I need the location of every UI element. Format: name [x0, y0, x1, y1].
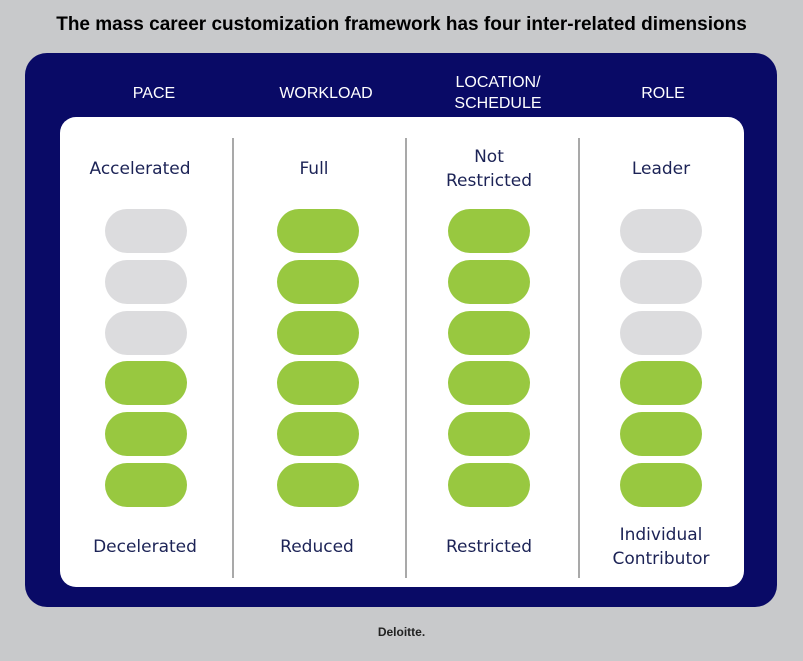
- workload-level-1-active: [277, 463, 359, 507]
- column-divider: [232, 138, 234, 578]
- column-divider: [578, 138, 580, 578]
- location-schedule-level-2-active: [448, 412, 530, 456]
- pace-level-4-inactive: [105, 311, 187, 355]
- location-schedule-top-label: Not Restricted: [445, 147, 532, 191]
- column-header-workload: WORKLOAD: [279, 84, 373, 102]
- column-divider: [405, 138, 407, 578]
- workload-level-2-active: [277, 412, 359, 456]
- pace-top-label: Accelerated: [89, 159, 191, 180]
- role-level-5-inactive: [620, 260, 702, 304]
- location-schedule-level-1-active: [448, 463, 530, 507]
- column-header-role: ROLE: [641, 84, 685, 102]
- pace-level-2-active: [105, 412, 187, 456]
- role-level-2-active: [620, 412, 702, 456]
- role-level-3-active: [620, 361, 702, 405]
- location-schedule-level-3-active: [448, 361, 530, 405]
- pace-level-6-inactive: [105, 209, 187, 253]
- diagram-title: The mass career customization framework …: [56, 14, 747, 35]
- role-bottom-label: Individual Contributor: [612, 525, 710, 569]
- pace-level-1-active: [105, 463, 187, 507]
- workload-bottom-label: Reduced: [280, 537, 354, 558]
- pace-level-5-inactive: [105, 260, 187, 304]
- workload-top-label: Full: [299, 159, 329, 180]
- location-schedule-bottom-label: Restricted: [445, 537, 532, 558]
- role-level-1-active: [620, 463, 702, 507]
- column-header-pace: PACE: [132, 84, 176, 102]
- pace-bottom-label: Decelerated: [93, 537, 197, 558]
- deloitte-logo: Deloitte.: [377, 625, 426, 639]
- location-schedule-level-6-active: [448, 209, 530, 253]
- role-level-6-inactive: [620, 209, 702, 253]
- location-schedule-level-5-active: [448, 260, 530, 304]
- role-top-label: Leader: [631, 159, 691, 180]
- role-level-4-inactive: [620, 311, 702, 355]
- workload-level-5-active: [277, 260, 359, 304]
- workload-level-4-active: [277, 311, 359, 355]
- workload-level-6-active: [277, 209, 359, 253]
- pace-level-3-active: [105, 361, 187, 405]
- column-header-location-schedule: LOCATION/ SCHEDULE: [454, 74, 542, 112]
- workload-level-3-active: [277, 361, 359, 405]
- location-schedule-level-4-active: [448, 311, 530, 355]
